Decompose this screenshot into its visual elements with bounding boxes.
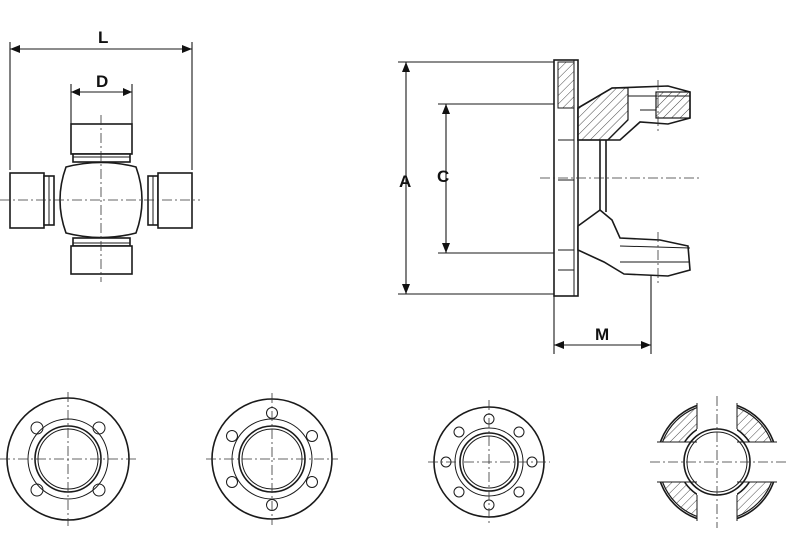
label-c: C: [437, 167, 449, 186]
label-a: A: [399, 172, 411, 191]
label-m: M: [595, 325, 609, 344]
label-l: L: [98, 28, 108, 47]
flange-face-four-hole: [0, 392, 136, 526]
dimension-l: L: [9, 28, 193, 170]
dimension-d: D: [70, 72, 133, 124]
universal-joint-cross: L D: [0, 28, 200, 282]
dimension-m: M: [553, 270, 652, 354]
dimension-a: A: [398, 61, 560, 295]
dimension-c: C: [437, 103, 560, 254]
flange-face-eight-hole: [428, 400, 550, 524]
flange-face-spline: [650, 396, 786, 528]
flange-yoke-side-view: A C M: [398, 59, 700, 354]
flange-face-six-hole: [206, 393, 338, 525]
label-d: D: [96, 72, 108, 91]
